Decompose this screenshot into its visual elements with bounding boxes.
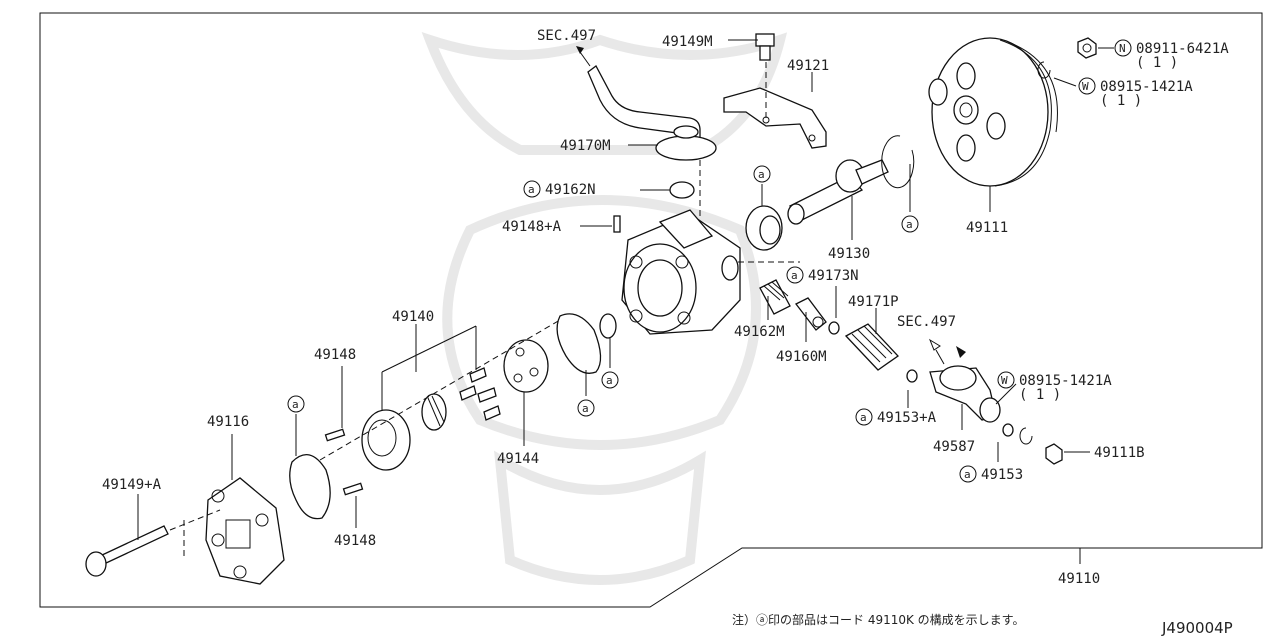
- watermark: [421, 31, 788, 585]
- marker-a: a: [964, 468, 971, 481]
- oring-49153: [1002, 423, 1014, 437]
- label-nut-qty: ( 1 ): [1136, 55, 1178, 71]
- pump-body: [621, 160, 800, 335]
- seal: [745, 205, 783, 251]
- label-49111B: 49111B: [1094, 445, 1145, 461]
- gasket-large: [556, 313, 602, 374]
- pulley-49111: [928, 37, 1058, 187]
- marker-w: W: [1082, 80, 1089, 93]
- washer-top-label-group: W 08915-1421A ( 1 ): [1078, 77, 1193, 109]
- valve-49160M: [795, 297, 827, 331]
- marker-a-gasket: a: [577, 399, 595, 417]
- connector-49171P: [844, 323, 899, 371]
- label-washer-qty-right: ( 1 ): [1019, 387, 1061, 403]
- bolt-49149A: [85, 509, 221, 577]
- oring-small: [599, 313, 617, 339]
- label-sec497-right: SEC.497: [897, 314, 956, 330]
- vanes: [459, 367, 501, 421]
- label-49153A: 49153+A: [877, 410, 937, 426]
- label-49153-group: a 49153: [959, 465, 1023, 483]
- label-49130: 49130: [828, 246, 870, 262]
- marker-a: a: [906, 218, 913, 231]
- pin-49148-upper: [324, 428, 346, 442]
- bracket-49121: [723, 62, 827, 149]
- bolt-49149M: [755, 33, 775, 61]
- rotor: [421, 393, 447, 431]
- label-49148A: 49148+A: [502, 219, 562, 235]
- label-49140: 49140: [392, 309, 434, 325]
- label-49162N: 49162N: [545, 182, 596, 198]
- oring-49173N: [828, 321, 840, 335]
- plate-49144: [503, 339, 549, 393]
- marker-a: a: [860, 411, 867, 424]
- marker-a-gasket-rear: a: [287, 395, 305, 413]
- label-49149M: 49149M: [662, 34, 713, 50]
- label-washer-code-top: 08915-1421A: [1100, 79, 1193, 95]
- label-49144: 49144: [497, 451, 539, 467]
- cover-49116: [205, 477, 285, 585]
- label-49110: 49110: [1058, 571, 1100, 587]
- washer-right: [1019, 427, 1033, 445]
- marker-a: a: [292, 398, 299, 411]
- cam-ring: [361, 409, 411, 471]
- marker-n: N: [1119, 42, 1126, 55]
- label-49170M: 49170M: [560, 138, 611, 154]
- label-49148-top: 49148: [314, 347, 356, 363]
- nut-label-group: N 08911-6421A ( 1 ): [1114, 39, 1229, 71]
- footnote: 注）ⓐ印の部品はコード 49110K の構成を示します。: [732, 612, 1024, 627]
- oring-49162N: [669, 181, 695, 199]
- label-49173N-group: a 49173N: [786, 266, 859, 284]
- label-49162N-group: a 49162N: [523, 180, 596, 198]
- label-49587: 49587: [933, 439, 975, 455]
- nut-washer-top: [1037, 37, 1097, 79]
- pin-49148A: [613, 215, 621, 233]
- diagram-frame: [39, 12, 1263, 608]
- label-49121: 49121: [787, 58, 829, 74]
- label-49153: 49153: [981, 467, 1023, 483]
- marker-a: a: [606, 374, 613, 387]
- label-sec497-top: SEC.497: [537, 28, 596, 44]
- marker-a-snapring: a: [901, 215, 919, 233]
- gasket-rear: [289, 454, 331, 520]
- label-49160M: 49160M: [776, 349, 827, 365]
- oring-49153A: [906, 369, 918, 383]
- label-washer-code-right: 08915-1421A: [1019, 373, 1112, 389]
- label-49171P: 49171P: [848, 294, 899, 310]
- label-washer-qty-top: ( 1 ): [1100, 93, 1142, 109]
- marker-a: a: [758, 168, 765, 181]
- leader-lines: [137, 39, 1114, 564]
- shaft-49130: [787, 159, 889, 225]
- fitting-49587: [928, 338, 1001, 423]
- marker-a-seal: a: [753, 165, 771, 183]
- marker-a: a: [528, 183, 535, 196]
- marker-a-oring: a: [601, 371, 619, 389]
- axis-dash: [319, 319, 561, 461]
- label-49111: 49111: [966, 220, 1008, 236]
- spring-49162M: [759, 279, 791, 315]
- marker-a: a: [791, 269, 798, 282]
- label-49162M: 49162M: [734, 324, 785, 340]
- pin-49148-lower: [342, 482, 364, 496]
- pipe-49170M: [576, 46, 717, 161]
- label-49149A: 49149+A: [102, 477, 162, 493]
- label-49148-bottom: 49148: [334, 533, 376, 549]
- label-nut-code: 08911-6421A: [1136, 41, 1229, 57]
- nut-49111B: [1045, 443, 1063, 465]
- washer-right-label-group: W 08915-1421A ( 1 ): [997, 371, 1112, 403]
- marker-a: a: [582, 402, 589, 415]
- label-49116: 49116: [207, 414, 249, 430]
- label-49153A-group: a 49153+A: [855, 408, 937, 426]
- marker-w: W: [1001, 374, 1008, 387]
- diagram-code: J490004P: [1161, 619, 1233, 637]
- label-49173N: 49173N: [808, 268, 859, 284]
- snap-ring: [881, 135, 915, 189]
